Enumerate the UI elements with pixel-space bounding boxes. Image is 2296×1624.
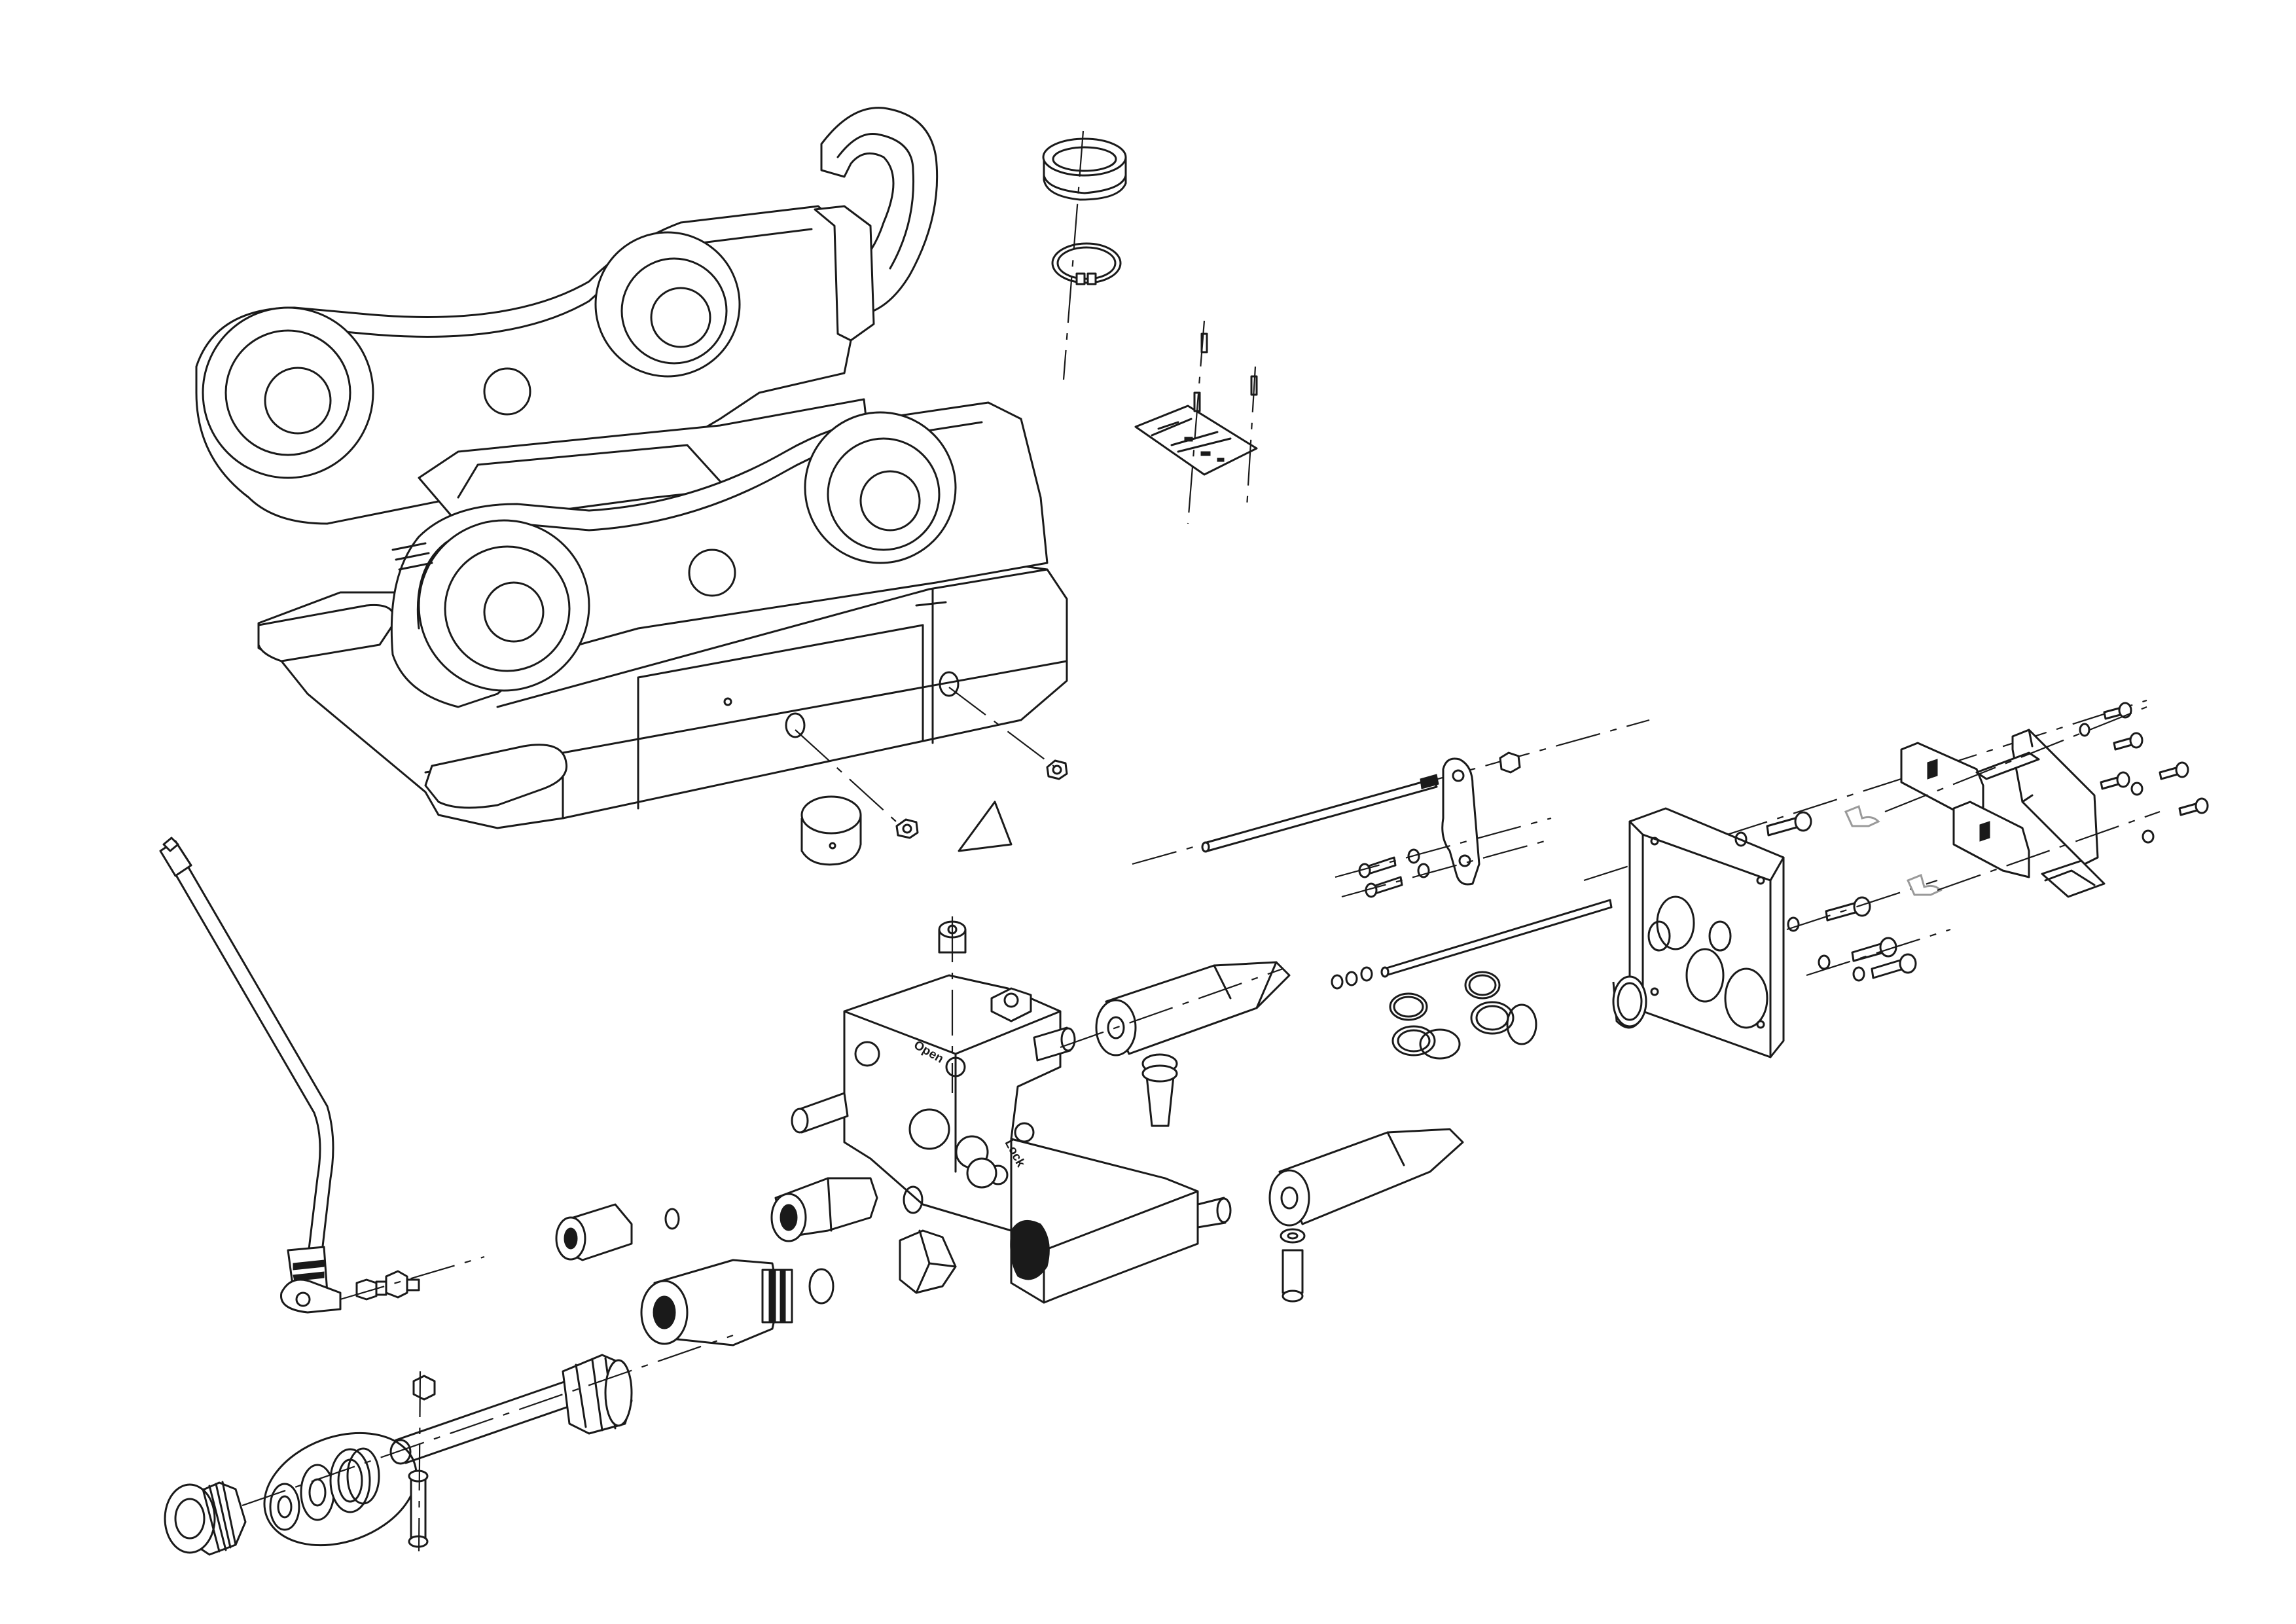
valve-port-lock bbox=[1014, 1122, 1035, 1143]
rivet-pins bbox=[1193, 333, 1258, 412]
frame-nut-right bbox=[1046, 759, 1068, 780]
frame-nut-center bbox=[895, 818, 919, 839]
centerline-frame-bolt-1 bbox=[795, 729, 904, 829]
o-ring-lower bbox=[808, 1268, 834, 1305]
rear-plate-hole bbox=[483, 367, 531, 416]
front-plate-hole bbox=[688, 549, 736, 597]
cylinder-piston-head bbox=[562, 1354, 633, 1435]
front-pin-boss-right bbox=[804, 411, 957, 564]
centerline-cartridge-upper bbox=[1060, 967, 1283, 1049]
base-bolt-hole-left bbox=[785, 712, 806, 738]
frame-rear-hook bbox=[820, 107, 939, 319]
cylinder-end-nut bbox=[164, 1481, 247, 1556]
frame-spring-detail bbox=[391, 542, 433, 571]
seal-rings-pair-2 bbox=[1464, 971, 1537, 1045]
front-pin-boss-left bbox=[418, 519, 590, 692]
locking-rod bbox=[1201, 774, 1439, 853]
quick-coupling-female-upper bbox=[770, 1177, 878, 1242]
piston-seal-kit bbox=[269, 1447, 380, 1531]
valve-port-1 bbox=[908, 1108, 950, 1150]
centerline-lever-1 bbox=[1335, 817, 1552, 878]
frame-cross-slot bbox=[457, 444, 721, 499]
rod-bolt bbox=[408, 1470, 429, 1548]
frame-rear-claw bbox=[257, 604, 395, 662]
rear-pin-boss-right bbox=[594, 231, 741, 378]
lever-bolts bbox=[1358, 848, 1430, 898]
plate-bolts bbox=[1734, 811, 1917, 982]
circlip-ring bbox=[1051, 242, 1122, 285]
frame-hook-inner bbox=[836, 132, 915, 270]
centerline-rod-bolt bbox=[418, 1371, 422, 1552]
frame-front-claw bbox=[424, 744, 568, 809]
rear-pin-boss-left bbox=[202, 306, 374, 479]
small-seal-ring-1 bbox=[664, 1208, 680, 1230]
centerline-bolt-2 bbox=[1806, 928, 1951, 977]
quick-coupler-frame bbox=[195, 107, 1068, 829]
rubber-bumper bbox=[800, 795, 862, 866]
rod-lock-nut bbox=[412, 1375, 436, 1401]
check-valve-cartridge-upper bbox=[1095, 961, 1291, 1056]
quick-coupling-large bbox=[640, 1259, 793, 1346]
cylinder-cap bbox=[1042, 137, 1127, 201]
valve-port-side bbox=[966, 1157, 997, 1189]
plate-port-4 bbox=[1647, 920, 1671, 952]
frame-hook-block bbox=[814, 205, 875, 342]
centerline-cap bbox=[1062, 130, 1085, 380]
bushing-ring bbox=[1612, 975, 1647, 1029]
lever-nut bbox=[1499, 751, 1521, 774]
centerline-frame-bolt-2 bbox=[948, 687, 1056, 768]
centerline-rivet-1 bbox=[1187, 320, 1206, 524]
lower-pin-washer bbox=[1280, 1228, 1306, 1303]
lever-plate bbox=[1441, 757, 1480, 886]
seal-rings-pair-1 bbox=[1389, 992, 1461, 1060]
base-small-mark bbox=[723, 697, 732, 706]
sensor-clips bbox=[1844, 804, 1943, 896]
centerline-rivet-2 bbox=[1246, 366, 1257, 508]
plate-port-5 bbox=[1708, 920, 1732, 952]
plate-port-3 bbox=[1724, 967, 1768, 1029]
sensor-screws bbox=[2079, 702, 2209, 844]
hex-plug-bottom bbox=[899, 1229, 957, 1294]
sensor-housing bbox=[1900, 742, 2030, 878]
o-ring-upper bbox=[903, 1185, 924, 1214]
valve-port-main bbox=[945, 1056, 966, 1077]
serial-plate bbox=[1134, 405, 1258, 476]
cylinder-piston-rod bbox=[389, 1380, 577, 1465]
check-valve-cartridge-lower bbox=[1268, 1128, 1464, 1227]
centerline-sensor-2 bbox=[1937, 810, 2161, 892]
frame-base-top-edge bbox=[496, 568, 1049, 708]
mounting-plate bbox=[1628, 807, 1785, 1058]
base-bolt-hole-right bbox=[939, 671, 960, 697]
centerline-lever-2 bbox=[1341, 840, 1545, 898]
detail-circle bbox=[263, 1432, 418, 1547]
centerline-cylinder bbox=[242, 1334, 734, 1507]
centerline-hose bbox=[340, 1255, 485, 1301]
quick-coupling-male-upper bbox=[555, 1203, 633, 1261]
small-washers-left bbox=[1331, 966, 1373, 990]
valve-side-plug bbox=[1010, 1219, 1050, 1280]
centerline-sensor-1 bbox=[1884, 706, 2147, 813]
hose-adapter-fitting bbox=[355, 1270, 420, 1301]
plate-port-2 bbox=[1685, 948, 1725, 1003]
warning-triangle-label bbox=[958, 801, 1013, 852]
sensor-bracket bbox=[1975, 729, 2106, 898]
hydraulic-hose bbox=[159, 837, 342, 1314]
check-valve-stem bbox=[1141, 1053, 1178, 1127]
thin-rod bbox=[1380, 899, 1613, 978]
plate-port-1 bbox=[1656, 895, 1695, 950]
